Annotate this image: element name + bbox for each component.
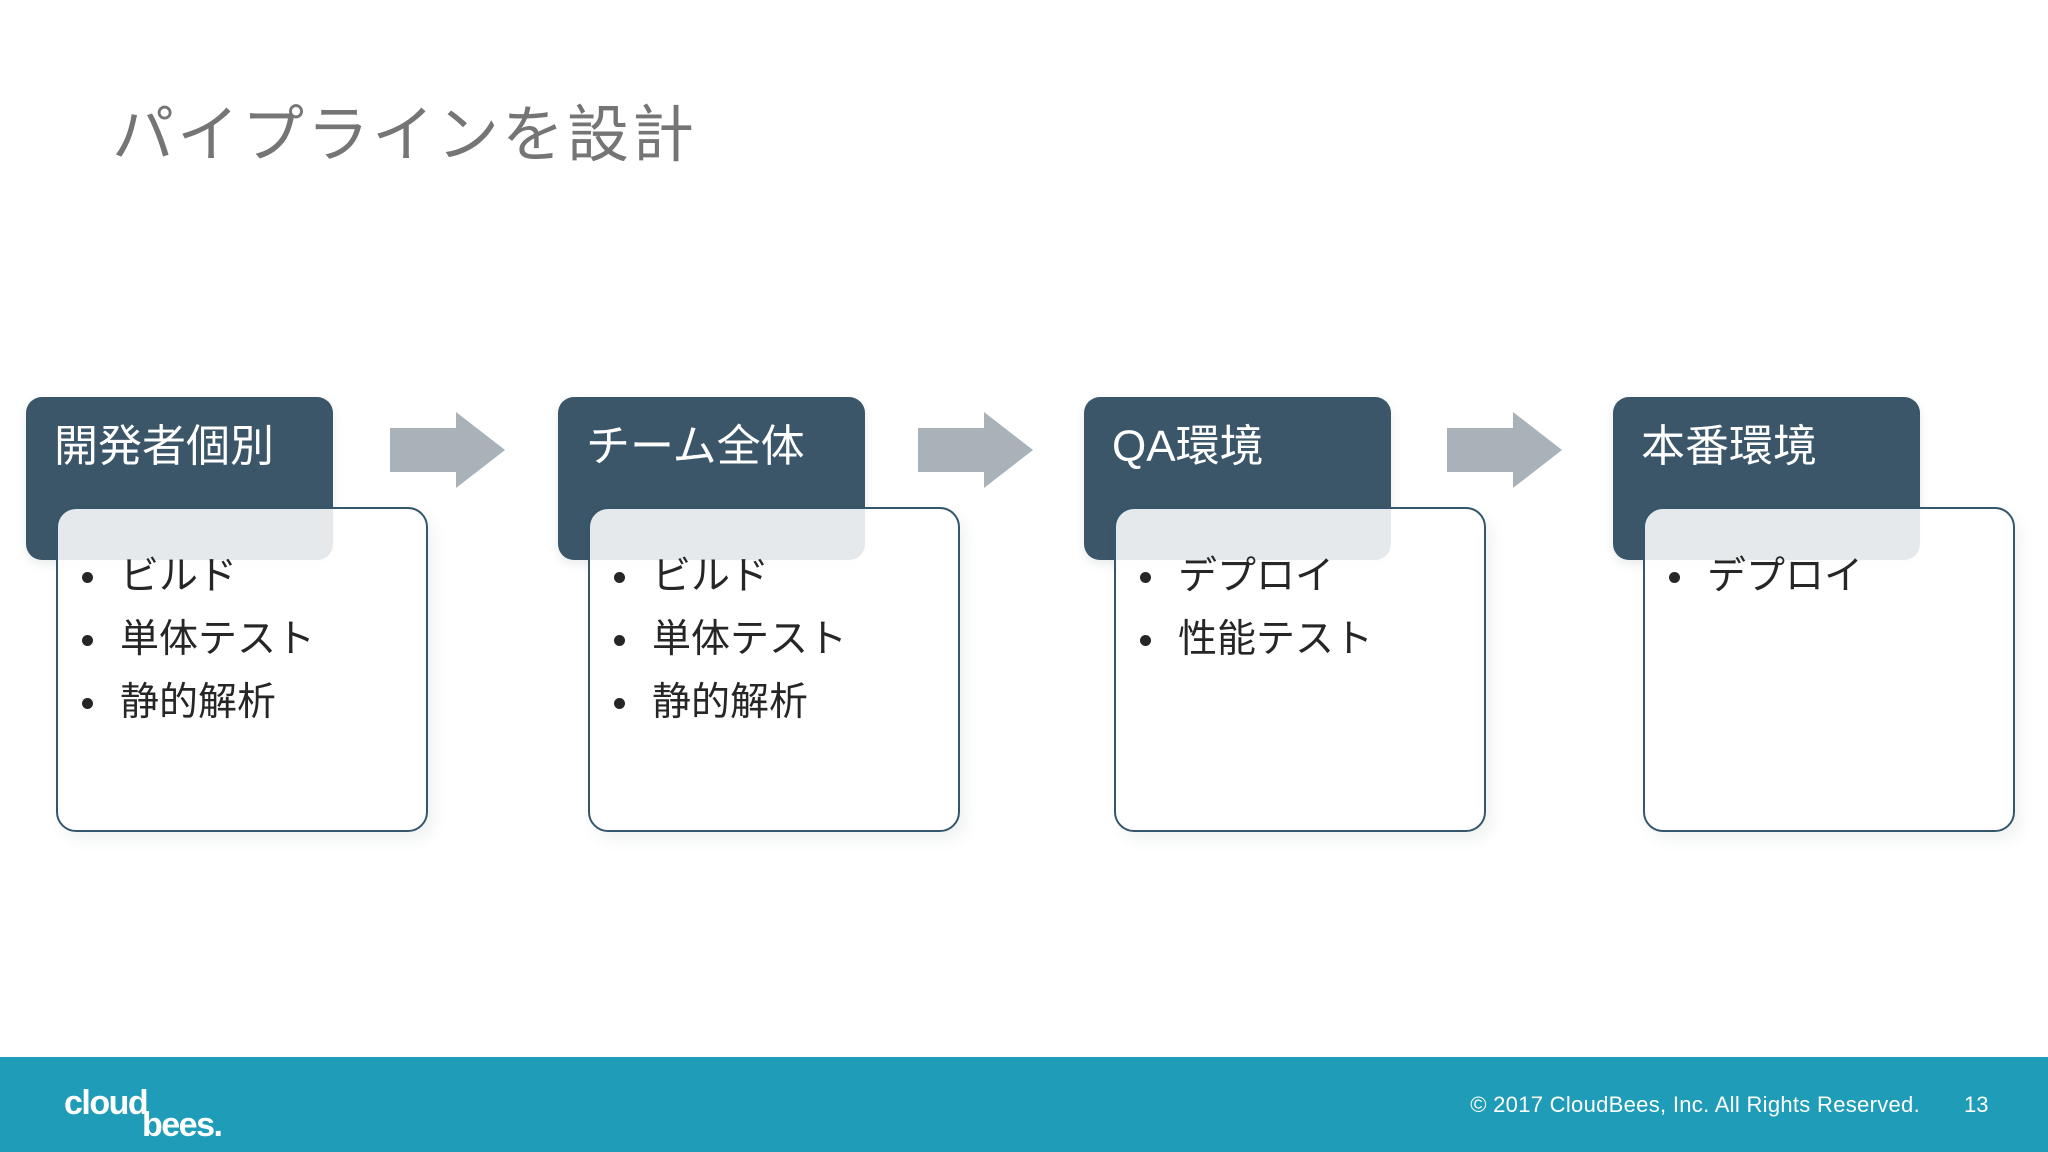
stage-task-list: ビルド 単体テスト 静的解析 bbox=[590, 509, 958, 734]
stage-task-list: デプロイ 性能テスト bbox=[1116, 509, 1484, 671]
task-item: 単体テスト bbox=[604, 608, 948, 671]
task-item: デプロイ bbox=[1130, 545, 1474, 608]
stage-title: 本番環境 bbox=[1641, 422, 1817, 471]
stage-column-dev-individual: 開発者個別 ビルド 単体テスト 静的解析 bbox=[26, 397, 436, 842]
stage-column-production: 本番環境 デプロイ bbox=[1613, 397, 2023, 842]
stage-body: デプロイ bbox=[1643, 507, 2015, 832]
stage-body: デプロイ 性能テスト bbox=[1114, 507, 1486, 832]
stage-title: 開発者個別 bbox=[54, 422, 274, 471]
task-item: ビルド bbox=[72, 545, 416, 608]
footer-bar bbox=[0, 1057, 2048, 1152]
stage-title: QA環境 bbox=[1112, 422, 1264, 471]
task-item: 静的解析 bbox=[604, 671, 948, 734]
cloudbees-logo-bees: bees. bbox=[142, 1106, 223, 1144]
stage-column-qa: QA環境 デプロイ 性能テスト bbox=[1084, 397, 1494, 842]
block-arrow-right-icon bbox=[918, 412, 1033, 488]
slide-title: パイプラインを設計 bbox=[112, 101, 698, 170]
stage-body: ビルド 単体テスト 静的解析 bbox=[588, 507, 960, 832]
page-number: 13 bbox=[1964, 1092, 1989, 1117]
task-item: デプロイ bbox=[1659, 545, 2003, 608]
stage-column-team: チーム全体 ビルド 単体テスト 静的解析 bbox=[558, 397, 968, 842]
footer-copyright: © 2017 CloudBees, Inc. All Rights Reserv… bbox=[1470, 1092, 1920, 1117]
stage-body: ビルド 単体テスト 静的解析 bbox=[56, 507, 428, 832]
stage-title: チーム全体 bbox=[586, 422, 805, 471]
stage-task-list: ビルド 単体テスト 静的解析 bbox=[58, 509, 426, 734]
task-item: 単体テスト bbox=[72, 608, 416, 671]
task-item: ビルド bbox=[604, 545, 948, 608]
task-item: 静的解析 bbox=[72, 671, 416, 734]
stage-task-list: デプロイ bbox=[1645, 509, 2013, 608]
cloudbees-logo-cloud: cloud bbox=[64, 1084, 149, 1122]
block-arrow-right-icon bbox=[390, 412, 505, 488]
cloudbees-logo: cloud bees. bbox=[64, 1080, 284, 1150]
block-arrow-right-icon bbox=[1447, 412, 1562, 488]
task-item: 性能テスト bbox=[1130, 608, 1474, 671]
